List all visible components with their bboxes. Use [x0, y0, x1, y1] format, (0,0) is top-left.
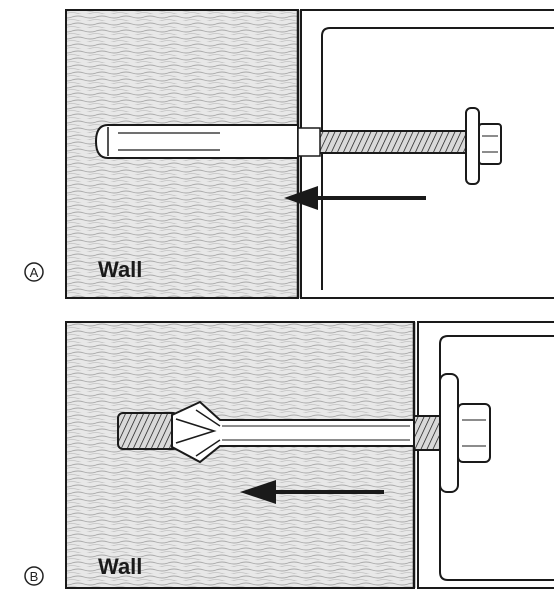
wall-label-a: Wall	[98, 257, 142, 282]
tighten-arrow-b	[240, 480, 384, 504]
insert-arrow-a	[284, 186, 426, 210]
wall-label-b: Wall	[98, 554, 142, 579]
panel-a: A Wall	[24, 9, 554, 299]
nut-b	[457, 403, 491, 463]
panel-letter-circle-b	[24, 566, 44, 586]
washer-b	[439, 373, 459, 493]
anchor-sleeve-a	[94, 124, 299, 159]
fixture-box-a	[321, 27, 554, 290]
washer-a	[465, 107, 480, 185]
threaded-rod-b	[413, 415, 443, 451]
panel-b: B Wall	[24, 321, 554, 589]
threaded-rod-a	[297, 130, 467, 154]
nut-a	[478, 123, 502, 165]
panel-letter-b: B	[30, 569, 39, 584]
panel-letter-a: A	[30, 265, 39, 280]
panel-letter-circle-a	[24, 262, 44, 282]
wall-b	[65, 321, 415, 589]
threaded-tip-b	[117, 412, 179, 450]
